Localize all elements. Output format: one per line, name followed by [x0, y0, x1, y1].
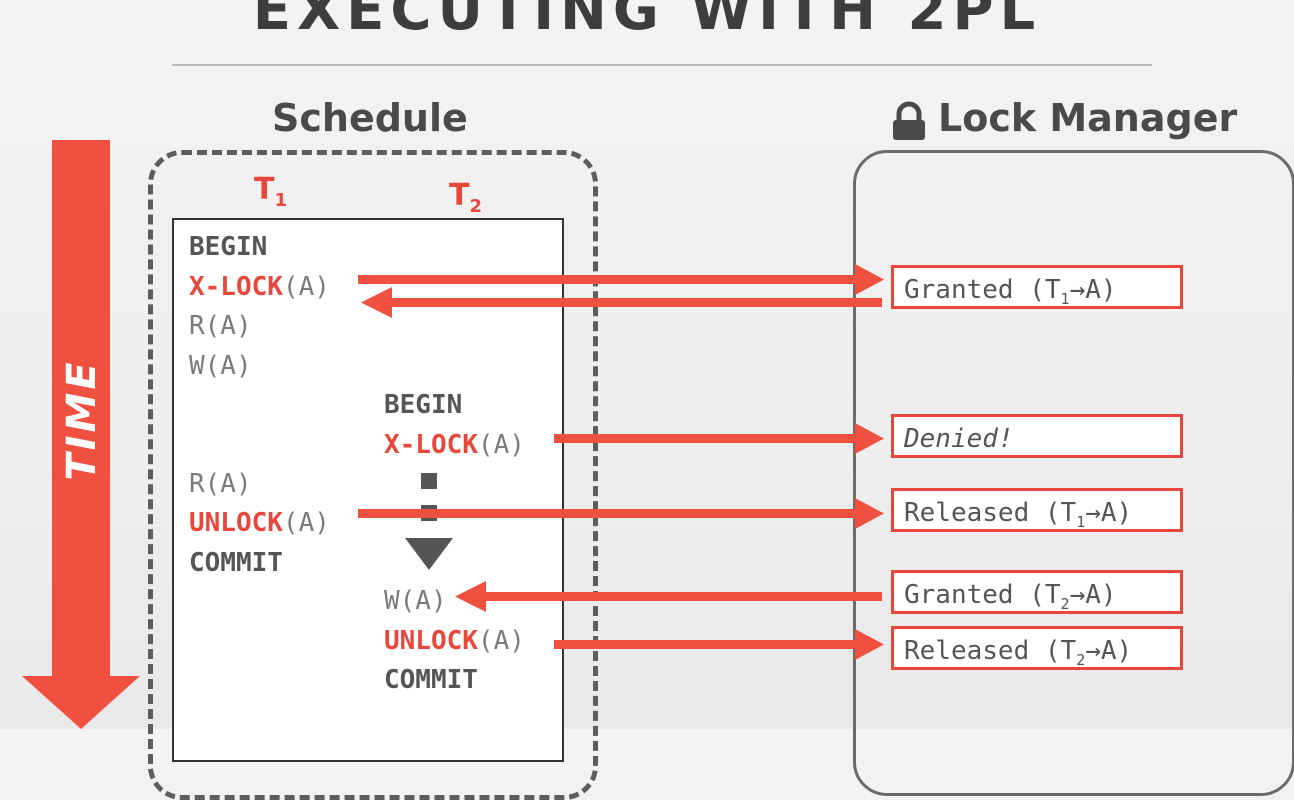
- t2-commit: COMMIT: [384, 665, 478, 695]
- arrow-xlock-t1-request: [358, 264, 884, 295]
- t1-read-2: R(A): [189, 469, 252, 499]
- lock-manager-heading: Lock Manager: [938, 96, 1238, 140]
- t1-unlock: UNLOCK(A): [189, 508, 330, 538]
- t1-commit: COMMIT: [189, 548, 283, 578]
- t1-xlock: X-LOCK(A): [189, 272, 330, 302]
- t1-column: [172, 218, 370, 762]
- message-arrows: [358, 264, 884, 660]
- t2-begin: BEGIN: [384, 390, 463, 420]
- arrow-granted-t1-reply: [361, 287, 882, 318]
- t1-read-1: R(A): [189, 311, 252, 341]
- t2-unlock: UNLOCK(A): [384, 626, 525, 656]
- title-divider: [172, 64, 1152, 66]
- t2-xlock: X-LOCK(A): [384, 430, 525, 460]
- response-granted-t1: Granted (T1→A): [891, 265, 1183, 309]
- t1-begin: BEGIN: [189, 232, 268, 262]
- t2-header: T2: [449, 178, 482, 217]
- wait-dot-1: [421, 473, 437, 489]
- response-released-t2: Released (T2→A): [891, 626, 1183, 670]
- t2-write: W(A): [384, 586, 447, 616]
- arrow-granted-t2-reply: [455, 581, 882, 612]
- arrow-xlock-t2-request: [554, 423, 884, 454]
- arrow-unlock-t1-request: [358, 498, 884, 529]
- lock-icon: [893, 101, 925, 140]
- t2-column: [366, 218, 564, 762]
- response-released-t1: Released (T1→A): [891, 488, 1183, 532]
- arrow-unlock-t2-request: [554, 629, 884, 660]
- t1-write-1: W(A): [189, 351, 252, 381]
- response-granted-t2: Granted (T2→A): [891, 570, 1183, 614]
- time-arrow: [22, 140, 140, 729]
- slide-title: EXECUTING WITH 2PL: [252, 0, 1042, 43]
- t1-header: T1: [254, 172, 287, 211]
- wait-arrowhead: [405, 538, 453, 570]
- response-denied: Denied!: [891, 414, 1183, 458]
- schedule-heading: Schedule: [272, 96, 468, 140]
